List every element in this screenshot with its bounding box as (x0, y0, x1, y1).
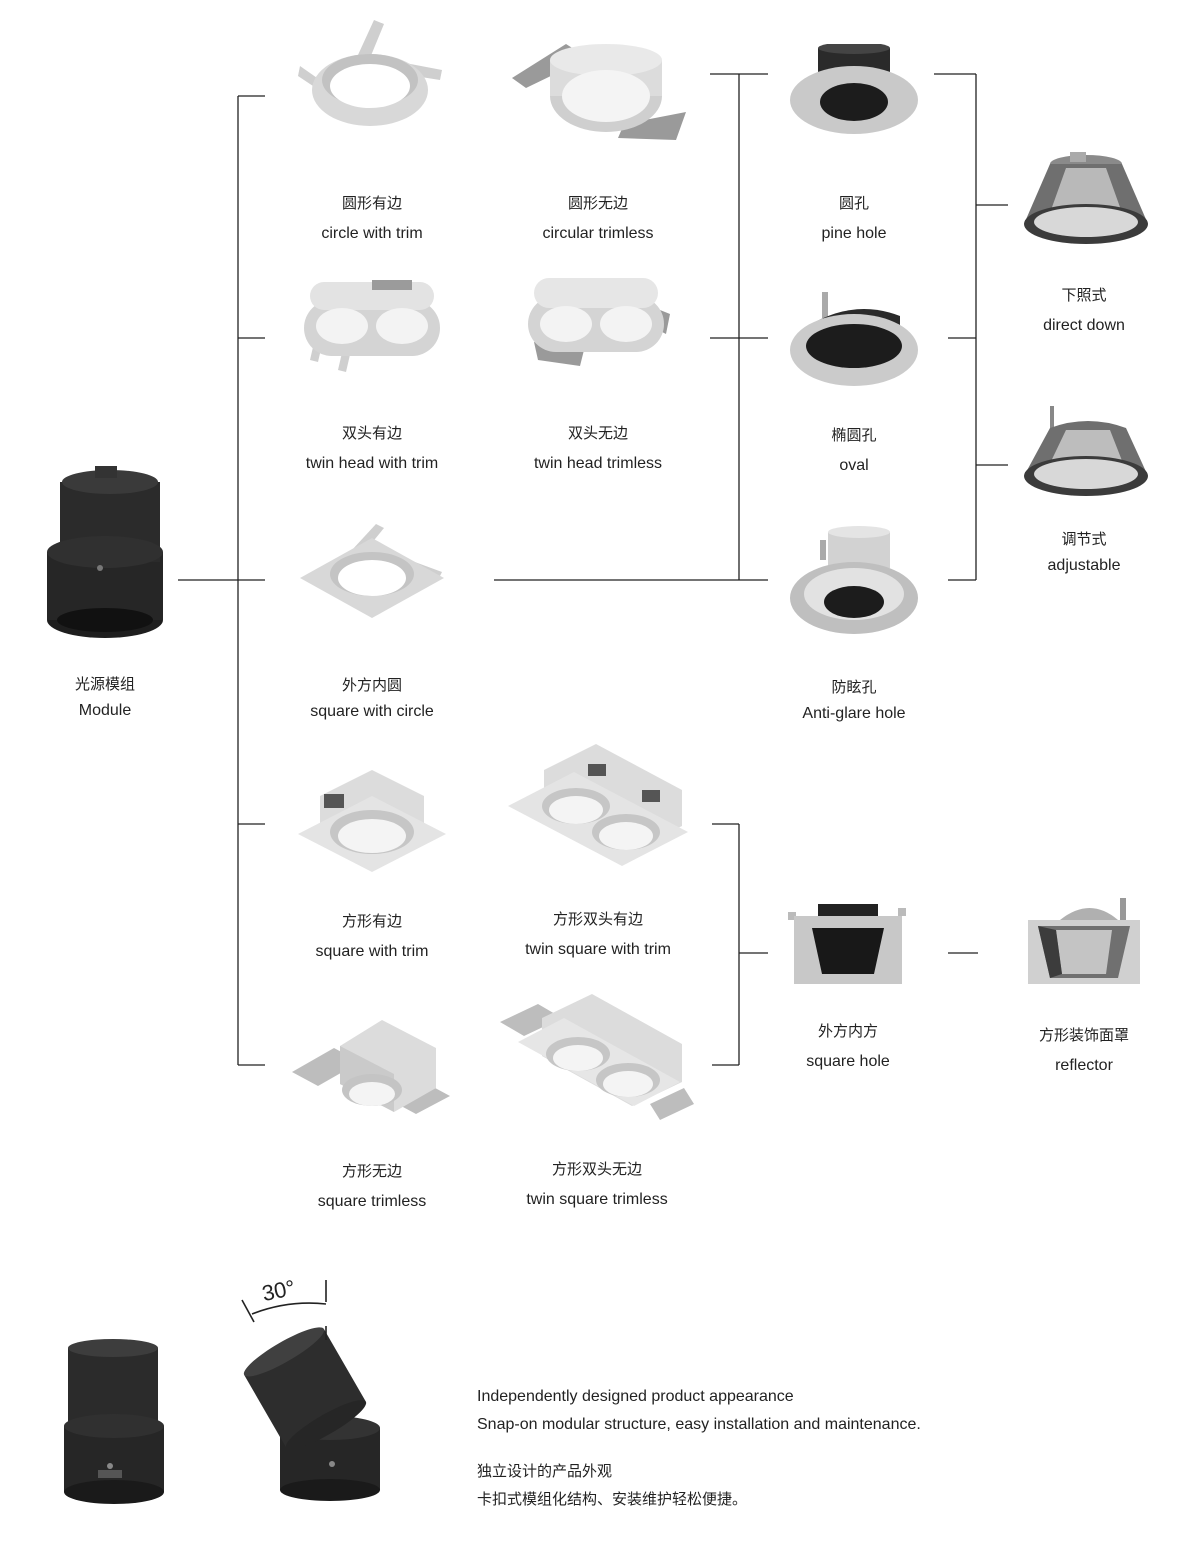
fixture-label-en: twin head trimless (533, 455, 663, 472)
fixture-label-en: square with circle (310, 703, 434, 720)
module-label-zh: 光源模组 (74, 675, 135, 693)
description-zh-line-2: 卡扣式模组化结构、安装维护轻松便捷。 (477, 1490, 748, 1508)
module-upright-icon (64, 1339, 164, 1504)
reflector-label-en: reflector (1055, 1057, 1113, 1074)
fixture-twin-head-trimless: 双头无边 twin head trimless (520, 274, 676, 474)
module-icon (47, 466, 163, 638)
description-block: Independently designed product appearanc… (477, 1383, 921, 1513)
oval-cover-icon (790, 292, 918, 386)
description-en-line-1: Independently designed product appearanc… (477, 1388, 794, 1405)
round-trim-icon (298, 20, 442, 126)
twin-round-trim-icon (304, 280, 440, 372)
reflector-label-zh: 下照式 (1061, 286, 1107, 304)
square-trim-icon (298, 770, 446, 872)
fixture-square-with-trim: 方形有边 square with trim (292, 766, 452, 962)
fixture-label-en: twin square with trim (525, 941, 671, 958)
fixture-label-zh: 双头有边 (341, 424, 402, 442)
fixture-square-with-circle: 外方内圆 square with circle (292, 520, 452, 722)
module-item: 光源模组 Module (40, 462, 170, 721)
fixture-label-en: twin head with trim (305, 455, 439, 472)
description-en-line-2: Snap-on modular structure, easy installa… (477, 1416, 921, 1433)
reflector-adjustable: 调节式 adjustable (1014, 404, 1154, 576)
module-tilted-icon (243, 1327, 380, 1501)
reflector-label-en: direct down (1043, 317, 1125, 334)
cover-label-en: oval (839, 457, 869, 474)
square-circle-icon (300, 524, 444, 618)
fixture-label-zh: 双头无边 (567, 424, 628, 442)
fixture-label-en: square with trim (315, 943, 429, 960)
square-reflector-icon (1028, 898, 1140, 984)
anti-glare-cover-icon (790, 526, 918, 634)
fixture-label-en: square trimless (317, 1193, 427, 1210)
fixture-label-zh: 方形双头无边 (551, 1160, 642, 1178)
square-hole-cover-icon (788, 904, 906, 984)
cover-pine-hole: 圆孔 pine hole (784, 44, 924, 244)
round-hole-cover-icon (790, 44, 918, 134)
reflector-label-en: adjustable (1047, 557, 1121, 574)
cover-square-hole: 外方内方 square hole (778, 900, 918, 1072)
description-zh-line-1: 独立设计的产品外观 (477, 1462, 613, 1480)
angle-arc-icon (241, 1280, 327, 1340)
fixture-square-trimless: 方形无边 square trimless (290, 1016, 454, 1212)
fixture-label-zh: 圆形无边 (567, 194, 628, 212)
cover-label-zh: 防眩孔 (831, 678, 877, 696)
round-trimless-icon (512, 44, 686, 140)
cover-label-zh: 外方内方 (817, 1022, 878, 1040)
cover-label-zh: 圆孔 (838, 194, 869, 212)
reflector-direct-down: 下照式 direct down (1014, 150, 1154, 336)
fixture-label-zh: 方形双头有边 (552, 910, 643, 928)
fixture-twin-square-trimless: 方形双头无边 twin square trimless (498, 992, 696, 1210)
cover-oval: 椭圆孔 oval (784, 290, 924, 476)
cone-reflector-icon (1024, 152, 1148, 244)
cover-label-zh: 椭圆孔 (831, 426, 877, 444)
fixture-label-zh: 圆形有边 (341, 194, 402, 212)
cover-anti-glare-hole: 防眩孔 Anti-glare hole (784, 526, 924, 724)
fixture-label-zh: 方形有边 (341, 912, 402, 930)
reflector-label-zh: 方形装饰面罩 (1038, 1026, 1129, 1044)
fixture-twin-head-with-trim: 双头有边 twin head with trim (292, 274, 452, 474)
reflector-square: 方形装饰面罩 reflector (1014, 896, 1154, 1076)
module-label-en: Module (78, 702, 132, 719)
fixture-label-zh: 方形无边 (341, 1162, 402, 1180)
fixture-twin-square-with-trim: 方形双头有边 twin square with trim (504, 742, 692, 960)
fixture-circle-with-trim: 圆形有边 circle with trim (292, 18, 452, 244)
reflector-label-zh: 调节式 (1061, 530, 1107, 548)
square-trimless-icon (292, 1020, 450, 1114)
twin-round-trimless-icon (528, 278, 670, 366)
fixture-circular-trimless: 圆形无边 circular trimless (506, 38, 690, 244)
twin-square-trimless-icon (500, 994, 694, 1120)
fixture-label-en: twin square trimless (526, 1191, 668, 1208)
fixture-label-en: circular trimless (542, 225, 654, 242)
fixture-label-en: circle with trim (321, 225, 423, 242)
cover-label-en: Anti-glare hole (802, 705, 906, 722)
twin-square-trim-icon (508, 744, 688, 866)
fixture-label-zh: 外方内圆 (341, 676, 402, 694)
tilted-cone-reflector-icon (1024, 406, 1148, 496)
cover-label-en: square hole (806, 1053, 890, 1070)
cover-label-en: pine hole (821, 225, 887, 242)
